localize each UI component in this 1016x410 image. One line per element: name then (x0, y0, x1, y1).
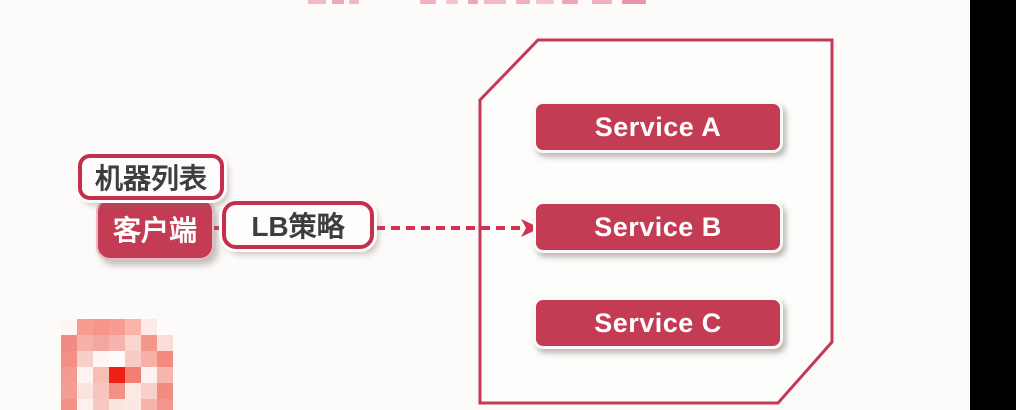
cutoff-title-fragment (484, 0, 506, 4)
logo-mosaic-cell (141, 351, 157, 367)
logo-mosaic-cell (93, 319, 109, 335)
logo-mosaic-cell (61, 383, 77, 399)
logo-mosaic-cell (141, 383, 157, 399)
logo-mosaic-cell (109, 351, 125, 367)
logo-mosaic-cell (77, 399, 93, 410)
logo-mosaic-cell (157, 335, 173, 351)
machine-list-label: 机器列表 (94, 163, 207, 194)
logo-mosaic-cell (125, 351, 141, 367)
logo-mosaic-cell (157, 367, 173, 383)
logo-mosaic-cell (157, 351, 173, 367)
cutoff-title-fragment (332, 0, 344, 4)
logo-mosaic-cell (61, 335, 77, 351)
cutoff-title-fragment (592, 0, 612, 4)
cutoff-title-fragment (536, 0, 554, 4)
logo-mosaic-cell (141, 335, 157, 351)
logo-mosaic-cell (125, 383, 141, 399)
cutoff-title-fragment (349, 0, 359, 4)
logo-mosaic-cell (125, 335, 141, 351)
logo-mosaic-cell (93, 367, 109, 383)
logo-mosaic-cell (109, 335, 125, 351)
logo-mosaic-cell (125, 319, 141, 335)
service-c-node[interactable]: Service C (533, 297, 783, 349)
cutoff-title-fragment (468, 0, 478, 4)
cutoff-title-fragment (516, 0, 530, 4)
cutoff-title-fragment (622, 0, 646, 4)
logo-mosaic-cell (125, 399, 141, 410)
cutoff-title-fragment (420, 0, 436, 4)
cutoff-title-fragment (308, 0, 326, 4)
logo-mosaic-cell (61, 351, 77, 367)
logo-mosaic-cell (109, 319, 125, 335)
right-letterbox (970, 0, 1016, 410)
logo-mosaic-cell (93, 383, 109, 399)
arrowhead-icon (521, 219, 540, 237)
logo-mosaic-cell (93, 351, 109, 367)
logo-mosaic-cell (61, 399, 77, 410)
logo-mosaic-cell (77, 367, 93, 383)
service-b-label: Service B (594, 211, 722, 242)
logo-mosaic-cell (109, 399, 125, 410)
lb-strategy-node[interactable]: LB策略 (222, 201, 374, 249)
logo-mosaic-cell (77, 383, 93, 399)
service-c-label: Service C (594, 307, 722, 338)
logo-mosaic-cell (125, 367, 141, 383)
pixelated-logo (61, 319, 173, 410)
logo-mosaic-cell (157, 319, 173, 335)
logo-mosaic-cell (77, 335, 93, 351)
logo-mosaic-cell (157, 383, 173, 399)
logo-mosaic-cell (93, 399, 109, 410)
service-a-label: Service A (594, 111, 722, 142)
logo-mosaic-cell (61, 367, 77, 383)
logo-mosaic-cell (141, 367, 157, 383)
logo-mosaic-cell (93, 335, 109, 351)
logo-mosaic-cell (77, 319, 93, 335)
service-b-node[interactable]: Service B (533, 201, 783, 253)
client-node[interactable]: 客户端 (96, 198, 214, 260)
logo-mosaic-cell (141, 319, 157, 335)
client-label: 客户端 (112, 215, 197, 246)
cutoff-title-fragment (562, 0, 578, 4)
logo-mosaic-cell (77, 351, 93, 367)
logo-mosaic-cell (141, 399, 157, 410)
cutoff-title-fragment (446, 0, 458, 4)
logo-mosaic-cell (157, 399, 173, 410)
lb-strategy-label: LB策略 (251, 211, 345, 242)
logo-mosaic-cell (109, 383, 125, 399)
machine-list-node[interactable]: 机器列表 (78, 154, 224, 200)
logo-mosaic-cell (61, 319, 77, 335)
service-a-node[interactable]: Service A (533, 101, 783, 153)
logo-mosaic-cell (109, 367, 125, 383)
